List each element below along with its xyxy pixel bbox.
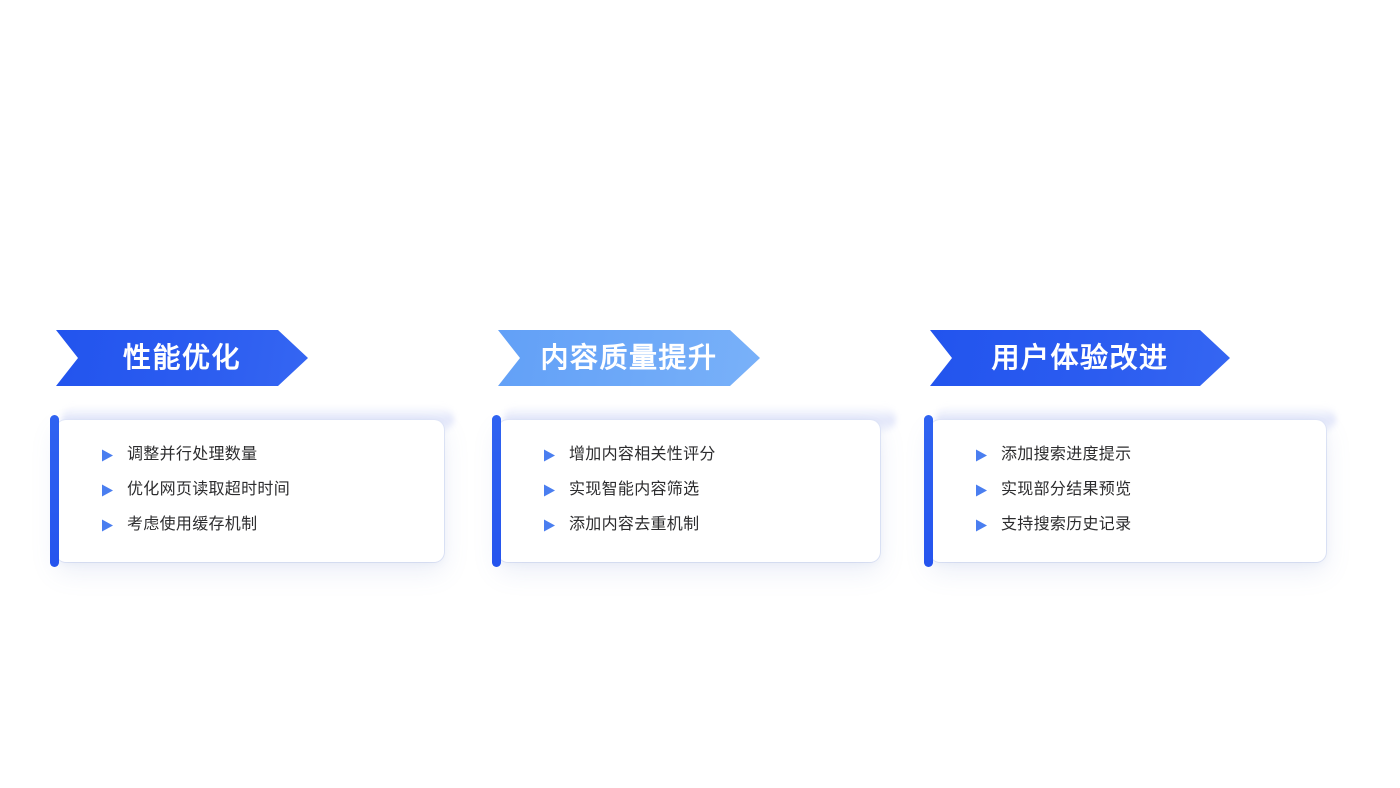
- list-item-label: 优化网页读取超时时间: [127, 481, 291, 498]
- list-item-label: 支持搜索历史记录: [1001, 516, 1132, 533]
- triangle-right-icon: [974, 448, 989, 463]
- category-banner-user-experience[interactable]: 用户体验改进: [930, 330, 1230, 386]
- list-item-label: 实现智能内容筛选: [569, 481, 700, 498]
- card-wrapper-performance: 调整并行处理数量 优化网页读取超时时间 考虑使用缓存: [50, 406, 454, 567]
- card-accent-bar: [492, 415, 501, 567]
- suggestion-card-user-experience: 添加搜索进度提示 实现部分结果预览 支持搜索历史记录: [924, 415, 1326, 567]
- triangle-right-icon: [974, 518, 989, 533]
- category-banner-content-quality[interactable]: 内容质量提升: [498, 330, 760, 386]
- list-item[interactable]: 优化网页读取超时时间: [100, 479, 418, 501]
- list-item[interactable]: 调整并行处理数量: [100, 444, 418, 466]
- triangle-right-icon: [974, 483, 989, 498]
- category-column-content-quality: 内容质量提升 增加内容相关性评分: [492, 330, 896, 567]
- suggestion-card-content-quality: 增加内容相关性评分 实现智能内容筛选 添加内容去重机: [492, 415, 880, 567]
- list-item[interactable]: 实现智能内容筛选: [542, 479, 854, 501]
- card-wrapper-user-experience: 添加搜索进度提示 实现部分结果预览 支持搜索历史记录: [924, 406, 1336, 567]
- triangle-right-icon: [100, 448, 115, 463]
- list-item-label: 调整并行处理数量: [127, 446, 258, 463]
- category-columns: 性能优化 调整并行处理数量: [0, 330, 1400, 567]
- list-item[interactable]: 实现部分结果预览: [974, 479, 1300, 501]
- category-banner-performance[interactable]: 性能优化: [56, 330, 308, 386]
- triangle-right-icon: [542, 483, 557, 498]
- card-accent-bar: [50, 415, 59, 567]
- card-accent-bar: [924, 415, 933, 567]
- triangle-right-icon: [542, 448, 557, 463]
- category-banner-title: 性能优化: [122, 342, 241, 373]
- category-column-performance: 性能优化 调整并行处理数量: [50, 330, 454, 567]
- triangle-right-icon: [542, 518, 557, 533]
- list-item-label: 添加搜索进度提示: [1001, 446, 1132, 463]
- suggestion-card-performance: 调整并行处理数量 优化网页读取超时时间 考虑使用缓存: [50, 415, 444, 567]
- list-item[interactable]: 支持搜索历史记录: [974, 514, 1300, 536]
- list-item-label: 实现部分结果预览: [1001, 481, 1132, 498]
- triangle-right-icon: [100, 518, 115, 533]
- suggestion-list-performance: 调整并行处理数量 优化网页读取超时时间 考虑使用缓存: [100, 444, 418, 536]
- card-wrapper-content-quality: 增加内容相关性评分 实现智能内容筛选 添加内容去重机: [492, 406, 896, 567]
- list-item[interactable]: 添加搜索进度提示: [974, 444, 1300, 466]
- suggestion-list-content-quality: 增加内容相关性评分 实现智能内容筛选 添加内容去重机: [542, 444, 854, 536]
- category-banner-title: 内容质量提升: [540, 342, 718, 373]
- list-item-label: 增加内容相关性评分: [569, 446, 716, 463]
- suggestion-list-user-experience: 添加搜索进度提示 实现部分结果预览 支持搜索历史记录: [974, 444, 1300, 536]
- list-item-label: 添加内容去重机制: [569, 516, 700, 533]
- category-banner-title: 用户体验改进: [991, 342, 1169, 373]
- list-item[interactable]: 考虑使用缓存机制: [100, 514, 418, 536]
- category-column-user-experience: 用户体验改进 添加搜索进度提示: [924, 330, 1336, 567]
- triangle-right-icon: [100, 483, 115, 498]
- list-item-label: 考虑使用缓存机制: [127, 516, 258, 533]
- list-item[interactable]: 添加内容去重机制: [542, 514, 854, 536]
- list-item[interactable]: 增加内容相关性评分: [542, 444, 854, 466]
